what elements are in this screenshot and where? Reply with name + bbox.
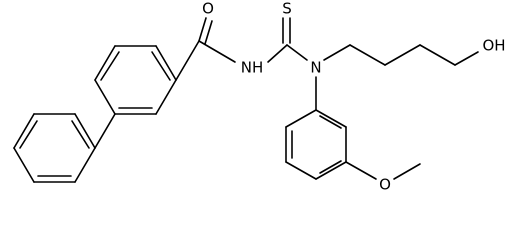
bond-thiocarbon-to-n <box>286 44 308 61</box>
double-bond-inner <box>19 120 38 149</box>
bond-carbonyl-to-nh <box>198 40 236 63</box>
nh-label: NH <box>241 59 264 77</box>
bond <box>74 113 96 149</box>
bond <box>13 113 35 149</box>
n-label: N <box>310 59 321 77</box>
bond <box>74 147 96 183</box>
bond-ring-to-methoxy-o <box>345 161 377 180</box>
hydroxybutyl-chain <box>323 44 479 66</box>
chemical-structure: O NH S N OH O <box>13 0 506 194</box>
bond <box>94 79 116 115</box>
phenyl-ring-terminal <box>13 113 96 183</box>
structure-canvas: O NH S N OH O <box>13 0 506 194</box>
methoxy-oxygen-label: O <box>379 176 391 194</box>
bond-nh-to-thiocarbon <box>267 44 288 63</box>
bond <box>349 44 386 66</box>
bond <box>315 109 347 128</box>
methoxyphenyl-ring <box>285 109 347 180</box>
carbonyl-oxygen-label: O <box>202 0 214 18</box>
carbonyl-double-bond-b <box>204 20 213 45</box>
double-bond-inner <box>71 120 90 149</box>
bond <box>315 161 347 180</box>
bond <box>454 51 479 66</box>
biaryl-bond <box>94 113 116 149</box>
double-bond-inner <box>319 115 342 129</box>
bond <box>13 147 35 183</box>
bond <box>155 45 177 81</box>
double-bond-inner <box>319 160 342 174</box>
bond <box>419 44 456 66</box>
phenylene-ring <box>94 45 177 115</box>
bond-ring-to-carbonyl <box>175 40 200 81</box>
bond <box>384 44 421 66</box>
bond <box>323 44 351 61</box>
bond-methoxy-o-to-methyl <box>393 163 421 180</box>
bond <box>155 79 177 115</box>
bond <box>94 45 116 81</box>
thio-sulfur-label: S <box>282 0 292 18</box>
double-bond-inner <box>151 51 171 81</box>
bond <box>285 161 317 180</box>
bond <box>285 109 317 128</box>
hydroxyl-label: OH <box>482 37 505 55</box>
carbonyl-double-bond-a <box>198 17 207 42</box>
double-bond-inner <box>100 51 120 81</box>
